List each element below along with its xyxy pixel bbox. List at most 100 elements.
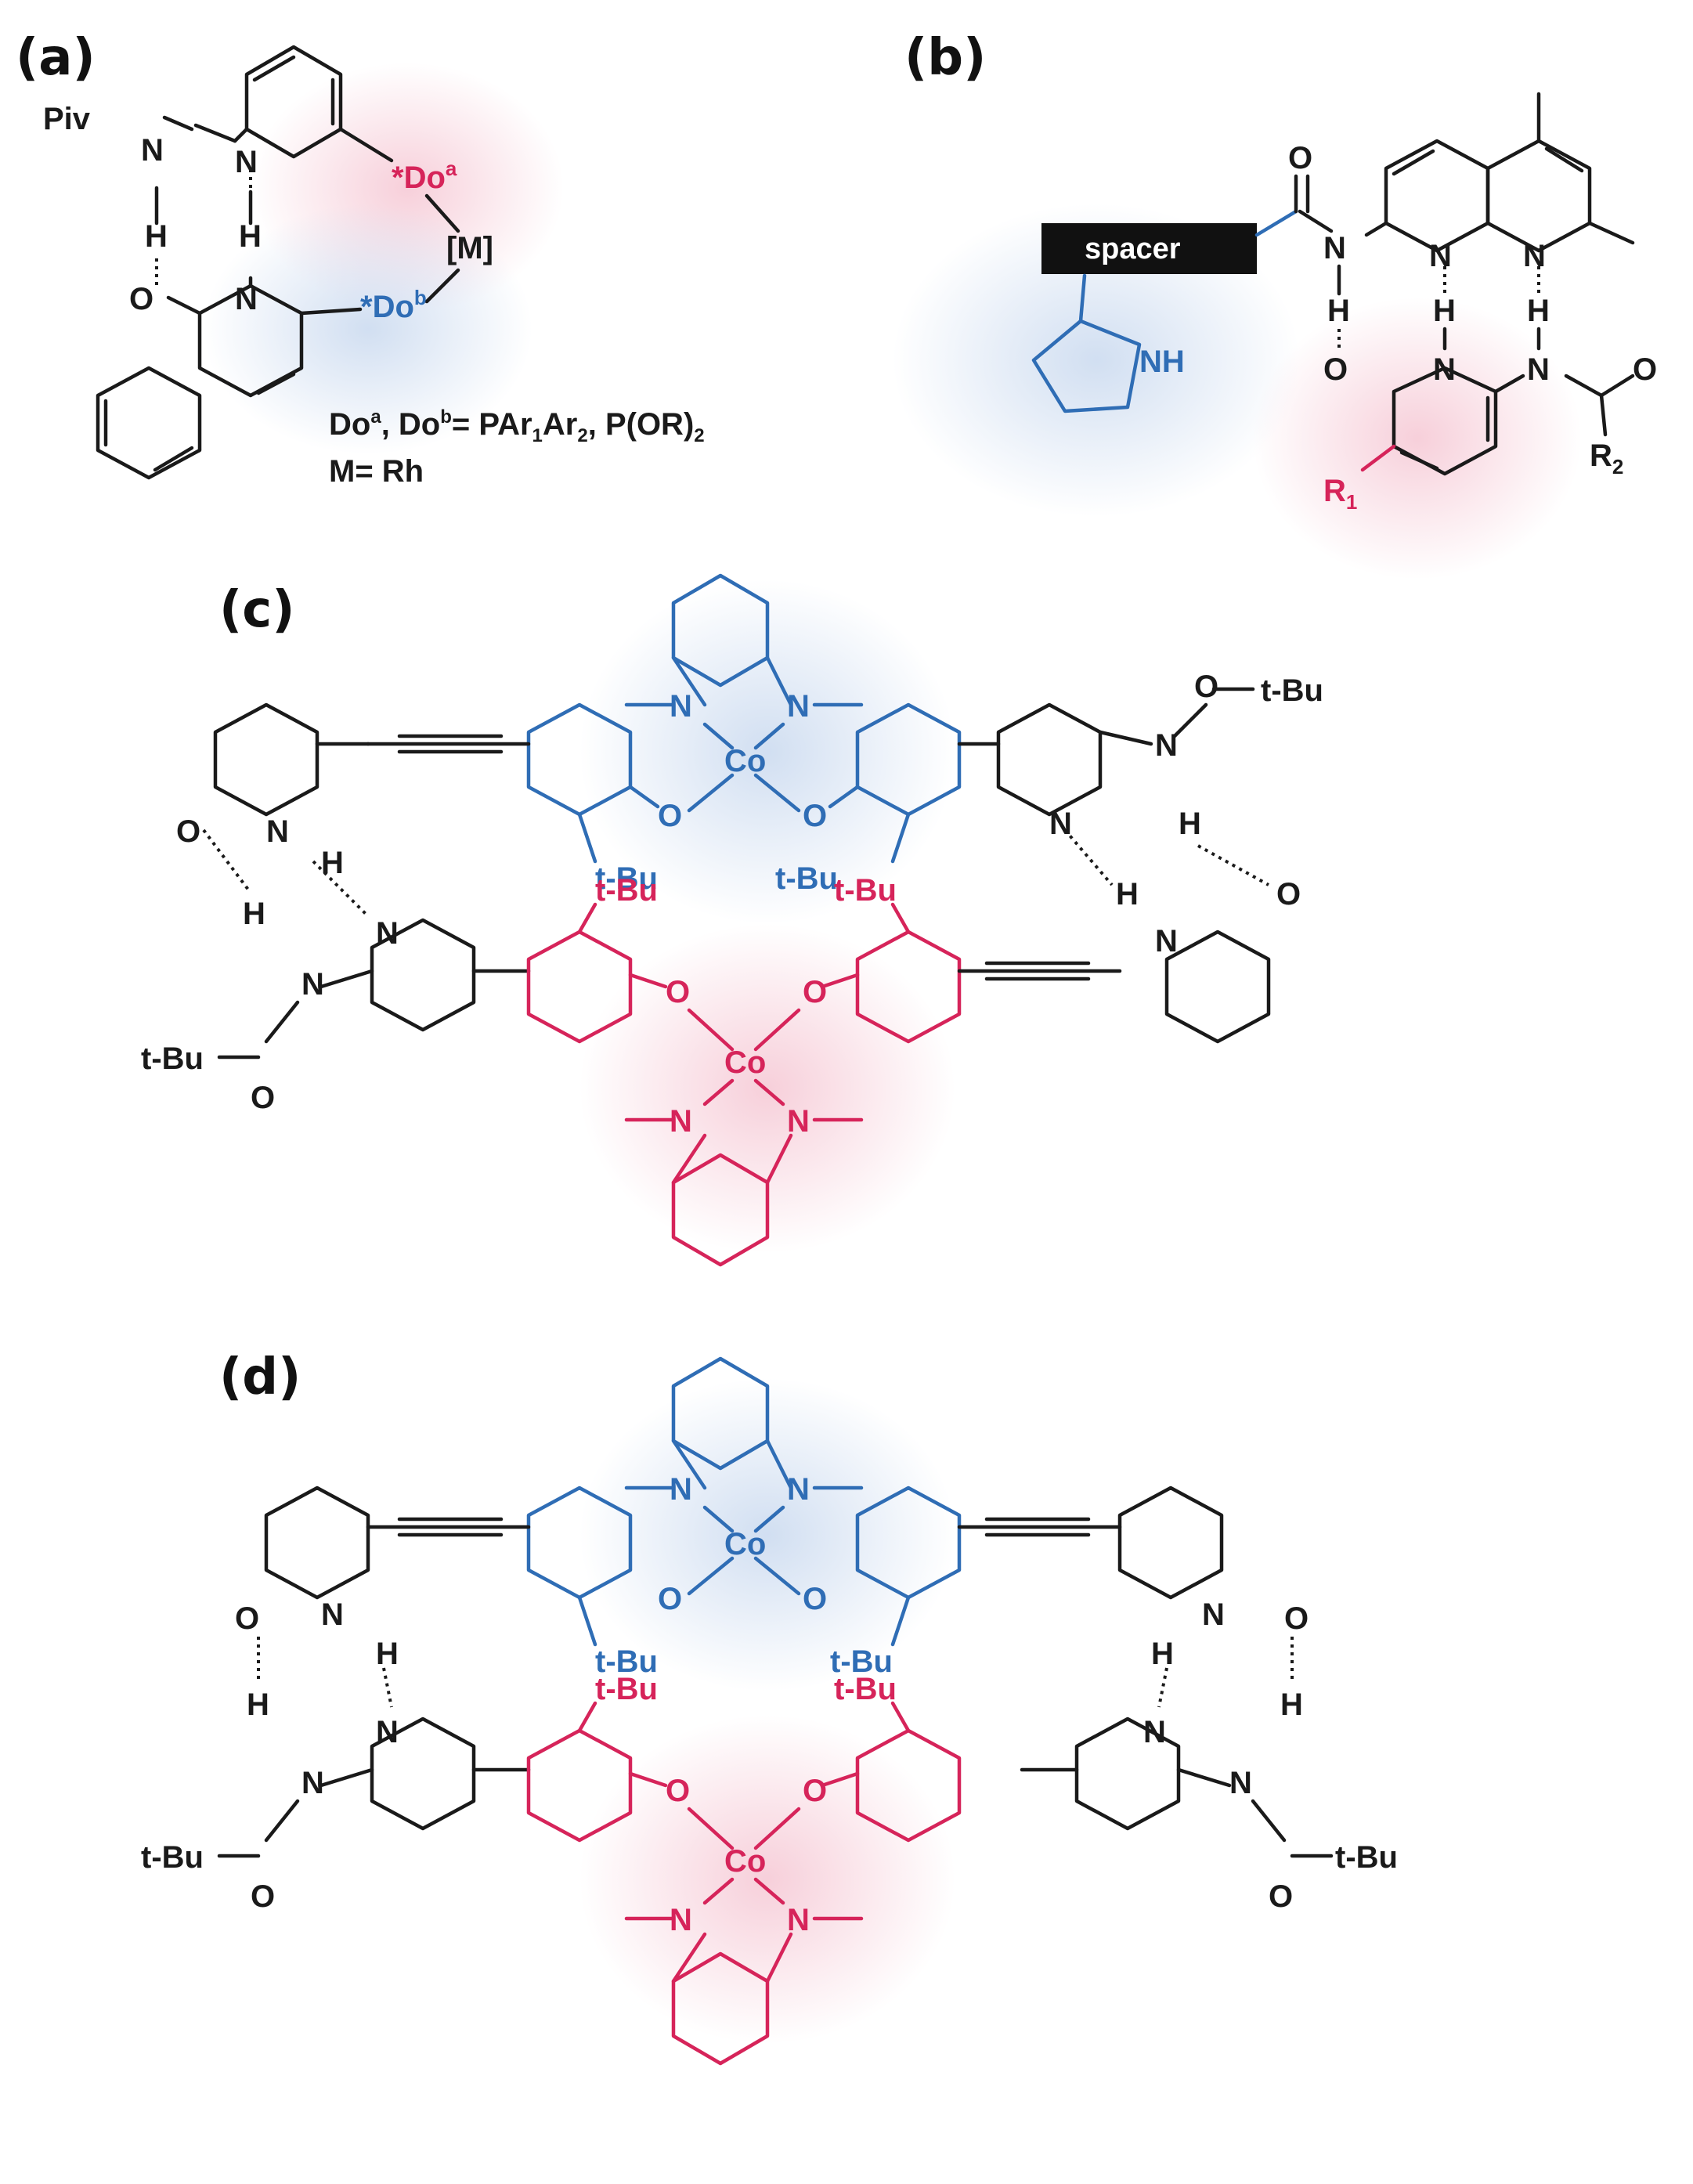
- c-h-tr: H: [1179, 807, 1201, 841]
- a-h-left: H: [145, 219, 168, 254]
- glow-d-red: [579, 1715, 955, 2044]
- d-o-right: O: [803, 1582, 827, 1616]
- d-n-amide-br: N: [1229, 1766, 1252, 1800]
- glow-b-blue: [893, 204, 1300, 517]
- d-h-tl: H: [376, 1637, 399, 1671]
- d-n-amide-bl: N: [301, 1766, 324, 1800]
- b-n-amide: N: [1323, 231, 1346, 265]
- a-legend-line1: Doa, Dob= PAr1Ar2, P(OR)2: [329, 406, 705, 446]
- c-n-pyridone-br: N: [1155, 924, 1178, 958]
- d-co-bot: Co: [724, 1844, 766, 1879]
- d-tbu-top-right: t-Bu: [830, 1644, 893, 1679]
- c-tbu-top-left: t-Bu: [595, 861, 658, 896]
- b-r2: R2: [1590, 439, 1623, 478]
- a-n-iso: N: [235, 282, 258, 316]
- b-r1: R1: [1323, 474, 1357, 514]
- c-o-left: O: [658, 799, 682, 833]
- b-n-nap1: N: [1429, 239, 1452, 273]
- a-do-b: *Dob: [360, 286, 427, 324]
- c-tbu-bot-right: t-Bu: [834, 873, 897, 908]
- c-tbu-bot-left: t-Bu: [595, 873, 658, 908]
- c-n-pyridine-tr: N: [1049, 807, 1072, 841]
- c-h-bl: H: [243, 897, 265, 931]
- d-h-br: H: [1280, 1688, 1303, 1722]
- d-tbu-top-left: t-Bu: [595, 1644, 658, 1679]
- a-n-pyr: N: [235, 145, 258, 179]
- d-o-pyridone-tl: O: [235, 1601, 259, 1636]
- panel-label-c: (c): [219, 581, 294, 639]
- panel-d-structure: [217, 1356, 1334, 2066]
- panel-label-a: (a): [16, 29, 96, 87]
- d-o-bot-left: O: [666, 1774, 690, 1808]
- c-o-amide-bl: O: [251, 1081, 275, 1115]
- d-h-tr: H: [1151, 1637, 1174, 1671]
- c-o-bot-left: O: [666, 975, 690, 1009]
- b-o-pyridone: O: [1323, 352, 1348, 387]
- c-n-pyridone-tl: N: [266, 814, 289, 849]
- d-o-left: O: [658, 1582, 682, 1616]
- d-n-pyridine-bl: N: [376, 1715, 399, 1749]
- d-n-pyridone-tr: N: [1202, 1597, 1225, 1632]
- c-n-bot-right: N: [787, 1104, 810, 1139]
- d-n-pyridine-br: N: [1143, 1715, 1166, 1749]
- c-o-pyridone-tl: O: [176, 814, 200, 849]
- glow-a-blue: [204, 204, 532, 454]
- a-n-piv: N: [141, 133, 164, 168]
- a-legend-line2: M= Rh: [329, 454, 424, 489]
- b-n-pyridone: N: [1433, 352, 1456, 387]
- a-piv-label: Piv: [43, 102, 91, 136]
- d-o-amide-br: O: [1269, 1879, 1293, 1914]
- c-tbu-top-right: t-Bu: [775, 861, 838, 896]
- a-o: O: [129, 282, 153, 316]
- b-spacer-label: spacer: [1085, 233, 1181, 265]
- b-h1: H: [1327, 294, 1350, 328]
- panel-label-b: (b): [904, 29, 986, 87]
- b-nh: NH: [1139, 345, 1185, 379]
- d-h-bl: H: [247, 1688, 269, 1722]
- c-o-bot-right: O: [803, 975, 827, 1009]
- panel-c-structure: [202, 573, 1271, 1267]
- d-tbu-bot-left: t-Bu: [595, 1672, 658, 1706]
- d-n-left: N: [670, 1472, 692, 1507]
- c-n-right: N: [787, 689, 810, 724]
- c-o-pyridone-br: O: [1276, 877, 1301, 912]
- d-n-bot-left: N: [670, 1903, 692, 1937]
- b-spacer-box: [1041, 223, 1257, 274]
- c-n-left: N: [670, 689, 692, 724]
- c-co-bot: Co: [724, 1045, 766, 1080]
- b-h3: H: [1527, 294, 1550, 328]
- b-o-amide2: O: [1633, 352, 1657, 387]
- d-tbu-br: t-Bu: [1335, 1840, 1398, 1875]
- c-n-pyridine-bl: N: [376, 916, 399, 951]
- panel-a-structure: [96, 45, 460, 480]
- a-do-a: *Doa: [392, 157, 457, 195]
- panel-b-structure: [1031, 92, 1635, 476]
- glow-d-blue: [579, 1378, 955, 1691]
- b-n-nap2: N: [1523, 239, 1546, 273]
- c-h-br: H: [1116, 877, 1139, 912]
- c-tbu-tr: t-Bu: [1261, 673, 1323, 708]
- b-h2: H: [1433, 294, 1456, 328]
- d-n-right: N: [787, 1472, 810, 1507]
- d-n-bot-right: N: [787, 1903, 810, 1937]
- d-tbu-bot-right: t-Bu: [834, 1672, 897, 1706]
- glow-b-red: [1253, 298, 1582, 579]
- c-tbu-bl: t-Bu: [141, 1041, 204, 1076]
- d-o-amide-bl: O: [251, 1879, 275, 1914]
- d-co-top: Co: [724, 1527, 766, 1561]
- d-n-pyridone-tl: N: [321, 1597, 344, 1632]
- c-o-amide-tr: O: [1194, 670, 1218, 704]
- a-metal: [M]: [446, 231, 493, 265]
- d-o-pyridone-tr: O: [1284, 1601, 1309, 1636]
- d-o-bot-right: O: [803, 1774, 827, 1808]
- glow-c-blue: [579, 579, 955, 924]
- b-n-amide2: N: [1527, 352, 1550, 387]
- c-o-right: O: [803, 799, 827, 833]
- d-tbu-bl: t-Bu: [141, 1840, 204, 1875]
- b-o-top: O: [1288, 141, 1312, 175]
- panel-label-d: (d): [219, 1348, 301, 1406]
- c-n-amide-bl: N: [301, 967, 324, 1002]
- c-h-tl: H: [321, 846, 344, 880]
